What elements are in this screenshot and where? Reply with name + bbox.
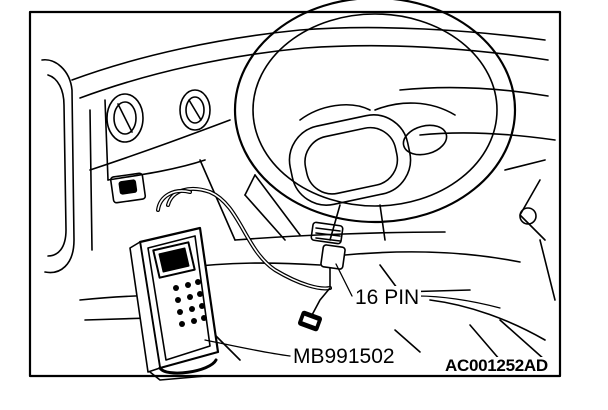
figure-code-label: AC001252AD bbox=[444, 356, 549, 375]
handheld-tester bbox=[129, 226, 220, 381]
hazard-switch bbox=[109, 172, 147, 204]
dashboard-outline bbox=[71, 26, 556, 251]
connector-pin-label: 16 PIN bbox=[353, 286, 422, 309]
floor-hatching bbox=[209, 319, 546, 361]
right-console bbox=[504, 159, 556, 301]
air-vent-left bbox=[106, 93, 144, 143]
figure-frame bbox=[28, 10, 562, 378]
air-vent-center bbox=[179, 89, 211, 131]
steering-wheel bbox=[233, 0, 517, 241]
tester-keypad bbox=[173, 279, 207, 327]
leader-lines bbox=[204, 263, 501, 357]
steering-column bbox=[244, 174, 301, 241]
tool-part-number-label: MB991502 bbox=[291, 345, 397, 368]
door-panel bbox=[41, 59, 75, 274]
adapter-plug bbox=[297, 310, 323, 332]
test-harness-cable bbox=[156, 186, 332, 316]
diagnostic-connector bbox=[310, 221, 346, 289]
